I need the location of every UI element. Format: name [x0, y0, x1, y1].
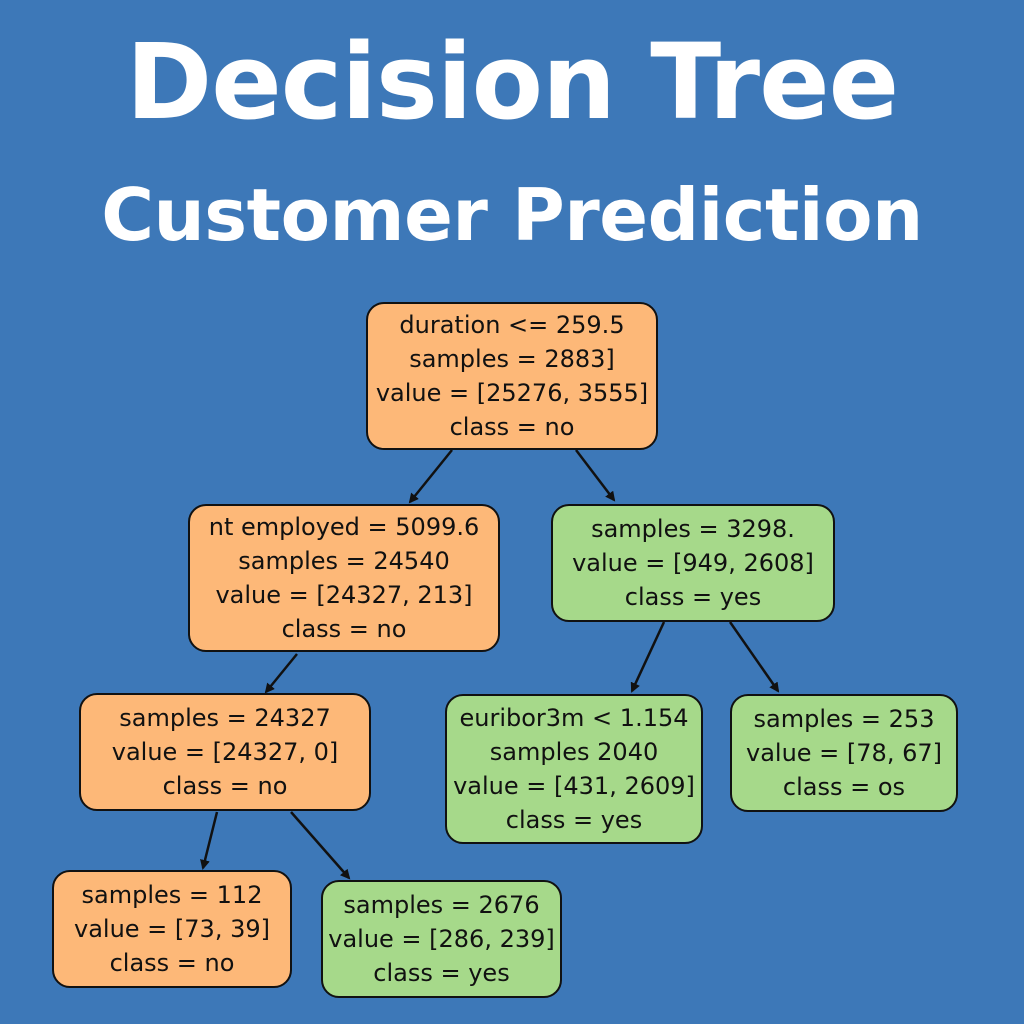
edge-left-leftleft	[264, 653, 298, 694]
node-root-class: class = no	[449, 413, 575, 441]
node-ll-right-value: value = [286, 239]	[328, 925, 555, 953]
title-line-2: Customer Prediction	[101, 173, 923, 257]
node-right-left-samples: samples 2040	[489, 738, 659, 766]
node-ll-right: samples = 2676 value = [286, 239] class …	[321, 880, 562, 998]
node-ll-left-samples: samples = 112	[81, 881, 263, 909]
edge-leftleft-llright	[290, 811, 351, 880]
node-left-left-value: value = [24327, 0]	[111, 738, 339, 766]
node-left-class: class = no	[281, 615, 407, 643]
node-ll-left-class: class = no	[109, 949, 235, 977]
node-left-value: value = [24327, 213]	[215, 581, 473, 609]
node-right-value: value = [949, 2608]	[572, 549, 814, 577]
node-root-samples: samples = 2883]	[409, 345, 615, 373]
node-left-left: samples = 24327 value = [24327, 0] class…	[79, 693, 371, 811]
node-right-left: euribor3m < 1.154 samples 2040 value = […	[445, 694, 703, 844]
node-right-samples: samples = 3298.	[591, 515, 795, 543]
node-right-right: samples = 253 value = [78, 67] class = o…	[730, 694, 958, 812]
node-right-left-class: class = yes	[505, 806, 643, 834]
edge-leftleft-llleft	[200, 811, 219, 870]
node-left-left-class: class = no	[162, 772, 288, 800]
node-right-right-samples: samples = 253	[753, 705, 935, 733]
node-root-value: value = [25276, 3555]	[375, 379, 649, 407]
node-right-left-split: euribor3m < 1.154	[459, 704, 689, 732]
node-right-left-value: value = [431, 2609]	[453, 772, 695, 800]
edge-root-right	[575, 449, 616, 502]
node-ll-left: samples = 112 value = [73, 39] class = n…	[52, 870, 292, 988]
node-left-left-samples: samples = 24327	[119, 704, 331, 732]
node-right-right-class: class = os	[782, 773, 906, 801]
edge-root-left	[408, 449, 453, 504]
edge-right-rightleft	[630, 621, 666, 693]
node-right: samples = 3298. value = [949, 2608] clas…	[551, 504, 835, 622]
edge-right-rightright	[728, 621, 780, 693]
node-root: duration <= 259.5 samples = 2883] value …	[366, 302, 658, 450]
node-ll-right-class: class = yes	[373, 959, 510, 987]
title-line-1: Decision Tree	[125, 21, 899, 143]
node-ll-right-samples: samples = 2676	[343, 891, 540, 919]
node-right-class: class = yes	[624, 583, 762, 611]
node-ll-left-value: value = [73, 39]	[74, 915, 270, 943]
node-left-split: nt employed = 5099.6	[208, 513, 480, 541]
node-right-right-value: value = [78, 67]	[746, 739, 942, 767]
node-left: nt employed = 5099.6 samples = 24540 val…	[188, 504, 500, 652]
node-left-samples: samples = 24540	[238, 547, 450, 575]
node-root-split: duration <= 259.5	[399, 311, 625, 339]
